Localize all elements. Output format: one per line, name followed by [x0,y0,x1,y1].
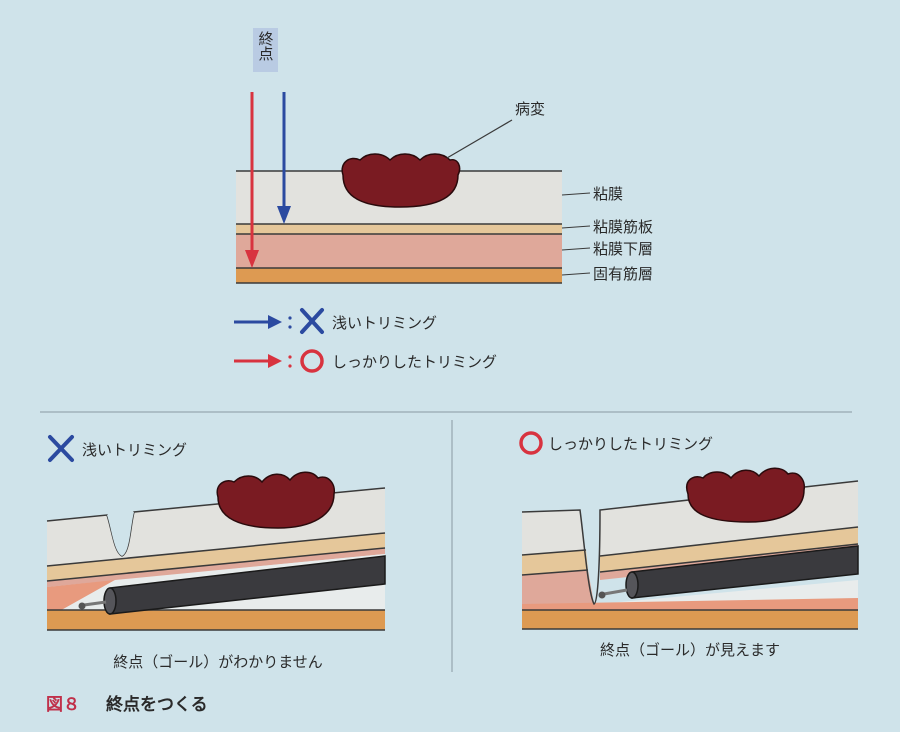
panel-right: しっかりしたトリミング 終点（ゴール）が見えます [519,431,859,659]
legend-row-blue: 浅いトリミング [234,308,437,334]
left-layer-borders [46,487,386,631]
panel-left-caption: 終点（ゴール）がわかりません [113,653,323,671]
left-incision-notch [107,512,134,556]
legend-colon-dot [288,316,292,320]
endpoint-label: 終点 [257,31,275,61]
right-layer-muscularis-propria [522,610,858,629]
panel-right-caption: 終点（ゴール）が見えます [600,641,780,659]
right-knife [603,588,628,596]
blue-arrow-head [277,206,291,224]
panel-right-title: しっかりしたトリミング [548,435,713,453]
left-knife [83,600,107,607]
legend-colon-dot [288,364,292,368]
right-layer-borders [521,480,859,630]
figure-title: 終点をつくる [106,694,208,715]
left-knife-tip [78,602,86,610]
lesion-label: 病変 [515,100,545,118]
figure-number: 図８ [46,695,80,715]
right-knife-tip [598,591,606,599]
lesion-right [686,467,806,523]
x-mark-icon [48,435,74,462]
top-diagram: 終点 病変 粘膜 粘膜筋板 粘膜下層 固有筋層 [234,28,653,373]
layer-label-muscularis-propria: 固有筋層 [593,265,653,283]
layer-leaders [561,192,591,276]
layer-label-submucosa: 粘膜下層 [593,240,653,258]
left-layer-muscularis-propria [47,610,385,630]
legend-row-red: しっかりしたトリミング [234,349,497,373]
x-mark-icon [300,308,324,334]
legend-colon-dot [288,355,292,359]
layer-muscularis-propria [236,268,562,283]
panel-left-title: 浅いトリミング [82,441,187,459]
layer-muscularis-mucosae [236,224,562,234]
left-submucosa-wedge [47,580,115,612]
circle-mark-icon [300,349,324,373]
endpoint-label-box [253,28,278,72]
layer-label-muscularis-mucosae: 粘膜筋板 [593,218,653,236]
legend-red-text: しっかりしたトリミング [332,353,497,371]
right-submucosa-bottom [522,598,858,610]
legend-colon-dot [288,325,292,329]
left-layer-muscularis-mucosae [47,533,385,581]
circle-mark-icon [519,431,543,455]
legend-blue-arrow-head [268,315,282,329]
left-layer-submucosa-top [47,548,385,587]
layer-label-mucosa: 粘膜 [593,185,623,203]
right-layer-mm-left [522,550,588,575]
layer-submucosa [236,234,562,268]
legend-red-arrow-head [268,354,282,368]
lesion-left [216,471,336,529]
right-layer-sm-left [522,570,594,604]
red-arrow-head [245,250,259,268]
panel-left: 浅いトリミング 終点（ゴール）がわかりません [46,435,386,671]
right-layer-mm-right [600,527,858,572]
legend-blue-text: 浅いトリミング [332,314,437,332]
lesion-leader-line [446,119,513,159]
lesion-top [341,153,461,208]
right-endoscope-tip [625,571,639,599]
